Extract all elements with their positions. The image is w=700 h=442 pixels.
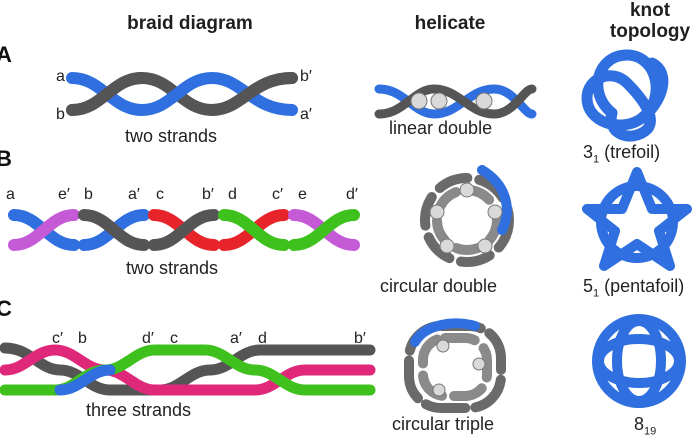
knot-pentafoil — [582, 167, 692, 271]
braid-c-label: three strands — [86, 400, 192, 420]
header-knot-line2: topology — [609, 21, 691, 42]
helicate-circular-double — [420, 165, 514, 267]
row-letter-b: B — [0, 146, 12, 171]
helicate-c-ball-3 — [432, 383, 446, 397]
header-helicate: helicate — [414, 13, 486, 34]
header-knot-topology: knot topology — [600, 0, 700, 42]
helicate-a-label: linear double — [389, 118, 493, 138]
braid-c-end-d-prime: d′ — [142, 330, 154, 347]
braid-b-end-d-prime: d′ — [346, 186, 358, 203]
braid-a-label: two strands — [125, 126, 218, 146]
braid-a-end-a-prime: a′ — [300, 106, 312, 123]
braid-b-end-c: c — [156, 186, 164, 203]
knot-trefoil — [581, 49, 669, 142]
braid-c-end-b: b — [78, 330, 87, 347]
braid-b-end-a-prime: a′ — [128, 186, 140, 203]
helicate-a-ball-3 — [475, 92, 493, 110]
braid-b-end-a: a — [6, 186, 15, 203]
knot-b-subscript: 1 — [593, 287, 600, 300]
braid-a-end-a: a — [56, 68, 65, 85]
helicate-b-ball-4 — [439, 238, 455, 254]
braid-c-three-strands — [0, 342, 376, 396]
knot-c-subscript: 19 — [644, 425, 657, 438]
helicate-a-ball-2 — [430, 92, 448, 110]
braid-b-end-d: d — [228, 186, 237, 203]
braid-a-two-strands — [66, 71, 298, 117]
braid-b-end-b-prime: b′ — [202, 186, 214, 203]
braid-c-end-a-prime: a′ — [230, 330, 242, 347]
knot-8-19 — [592, 314, 686, 408]
knot-a-label: 31 (trefoil) — [583, 142, 660, 166]
helicate-b-label: circular double — [380, 276, 498, 296]
row-letter-c: C — [0, 296, 12, 321]
knot-c-label: 819 — [634, 414, 656, 438]
helicate-b-ball-3 — [477, 238, 493, 254]
braid-b-end-c-prime: c′ — [272, 186, 283, 203]
knot-b-label: 51 (pentafoil) — [583, 276, 684, 300]
braid-b-end-e-prime: e′ — [58, 186, 70, 203]
helicate-linear-double — [374, 84, 537, 119]
helicate-b-ball-2 — [487, 204, 503, 220]
knot-c-number: 8 — [634, 414, 645, 434]
helicate-circular-triple — [404, 318, 506, 413]
braid-c-end-c: c — [170, 330, 178, 347]
braid-c-end-c-prime: c′ — [52, 330, 63, 347]
row-letter-a: A — [0, 42, 12, 67]
braid-a-end-b: b — [56, 106, 65, 123]
knot-a-subscript: 1 — [593, 153, 600, 166]
braid-b-two-strands — [8, 209, 360, 251]
header-braid-diagram: braid diagram — [127, 13, 253, 34]
braid-a-end-b-prime: b′ — [300, 68, 312, 85]
helicate-b-ball-1 — [459, 182, 475, 198]
braid-c-end-d: d — [258, 330, 267, 347]
braid-b-end-e: e — [298, 186, 307, 203]
helicate-c-ball-2 — [472, 357, 486, 371]
knot-b-number: 5 — [583, 276, 594, 296]
knot-a-number: 3 — [583, 142, 594, 162]
knot-b-name: (pentafoil) — [604, 276, 685, 296]
braid-b-end-b: b — [84, 186, 93, 203]
helicate-c-ball-1 — [436, 339, 450, 353]
helicate-c-label: circular triple — [392, 414, 495, 434]
knot-a-name: (trefoil) — [604, 142, 661, 162]
helicate-b-ball-5 — [429, 204, 445, 220]
helicate-a-ball-1 — [410, 92, 428, 110]
braid-b-label: two strands — [126, 258, 219, 278]
header-knot-line1: knot — [629, 0, 671, 21]
braid-c-end-b-prime: b′ — [354, 330, 366, 347]
